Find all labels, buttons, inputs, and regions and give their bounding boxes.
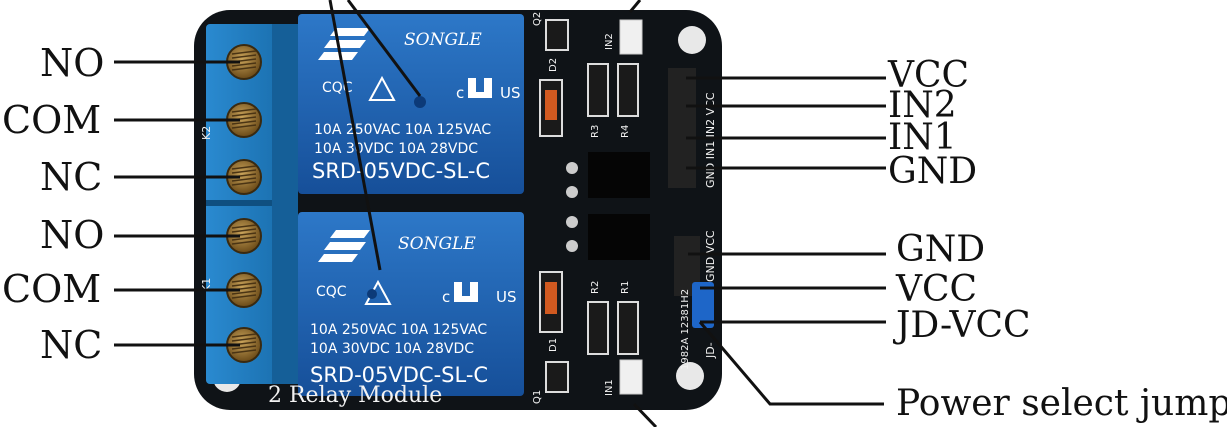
screw-thread: [231, 345, 257, 350]
label-in2: IN2: [888, 85, 957, 126]
label-gnd-jumper: GND: [896, 229, 986, 270]
screw-thread: [231, 290, 257, 295]
mount-hole: [678, 26, 706, 54]
board-bottom-text: 2 Relay Module: [268, 383, 442, 408]
component-label: IN1: [604, 379, 615, 396]
part-code: 1982A 12381H2: [680, 289, 691, 370]
songle-logo-icon: [318, 28, 370, 262]
relay-top-brand: SONGLE: [404, 30, 482, 50]
label-in1: IN1: [888, 117, 957, 158]
screw-thread: [231, 224, 257, 229]
screw-thread: [231, 50, 257, 55]
label-power-select-jumper: Power select jumper: [896, 383, 1227, 424]
screw-thread: [231, 337, 257, 342]
screw-thread: [231, 181, 257, 186]
pcb-components: [539, 19, 714, 395]
label-com-top: COM: [2, 98, 102, 142]
jd-label: JD-: [704, 342, 717, 359]
screw-thread: [231, 228, 257, 233]
screw-thread: [231, 349, 257, 354]
component-label: R2: [590, 281, 601, 294]
relay-bottom-rating-1: 10A 250VAC 10A 125VAC: [310, 322, 487, 338]
screw-thread: [231, 294, 257, 299]
label-nc-top: NC: [40, 155, 103, 199]
screw-thread: [231, 169, 257, 174]
component-label: Q2: [532, 12, 543, 26]
relay-bottom-cert-c: c: [442, 288, 450, 306]
relay-top-rating-2: 10A 30VDC 10A 28VDC: [314, 141, 478, 157]
label-jd-vcc: JD-VCC: [896, 305, 1031, 346]
terminal-label-k1: K1: [200, 278, 213, 292]
screw-thread: [231, 124, 257, 129]
relay-bottom-brand: SONGLE: [398, 234, 476, 254]
relay-bottom-model: SRD-05VDC-SL-C: [310, 363, 488, 387]
screw-thread: [231, 282, 257, 287]
relay-bottom-cert-left: CQC: [316, 284, 347, 300]
screw-thread: [231, 240, 257, 245]
component-label: Q1: [532, 390, 543, 404]
relay-bottom-rating-2: 10A 30VDC 10A 28VDC: [310, 341, 474, 357]
terminal-label-k2: K2: [200, 126, 213, 140]
component-label: D2: [548, 58, 559, 72]
label-nc-bottom: NC: [40, 323, 103, 367]
relay-top: [298, 14, 524, 194]
component-label: R3: [590, 125, 601, 138]
relay-top-cert-c: c: [456, 84, 464, 102]
label-no-top: NO: [40, 41, 105, 85]
screw-thread: [231, 54, 257, 59]
screw-thread: [231, 66, 257, 71]
label-gnd-header: GND: [888, 151, 978, 192]
screw-thread: [231, 177, 257, 182]
component-label: IN2: [604, 33, 615, 50]
leader-lines: [114, 0, 886, 427]
relay-dot: [414, 96, 426, 108]
relay-top-model: SRD-05VDC-SL-C: [312, 159, 490, 183]
label-vcc-header: VCC: [888, 55, 970, 96]
label-com-bottom: COM: [2, 267, 102, 311]
screw-thread: [231, 333, 257, 338]
ur-logo-icon: [454, 78, 492, 302]
relay-dot: [367, 289, 377, 299]
relay-bottom-cert-right: US: [496, 288, 517, 306]
jumper-pin-labels: GND VCC: [704, 230, 717, 282]
screw-thread: [231, 112, 257, 117]
relay-top-rating-1: 10A 250VAC 10A 125VAC: [314, 122, 491, 138]
component-label: D1: [548, 338, 559, 352]
screw-thread: [231, 120, 257, 125]
relay-top-cert-right: US: [500, 84, 521, 102]
label-vcc-jumper: VCC: [896, 269, 978, 310]
power-select-jumper: [692, 282, 714, 328]
component-label: R1: [620, 281, 631, 294]
header-pin-labels: GND IN1 IN2 VCC: [704, 92, 717, 188]
screw-thread: [231, 278, 257, 283]
component-label: R4: [620, 125, 631, 138]
screw-thread: [231, 108, 257, 113]
screw-thread: [231, 62, 257, 67]
label-no-bottom: NO: [40, 213, 105, 257]
mount-hole: [676, 362, 704, 390]
terminal-block: [206, 24, 298, 384]
screw-thread: [231, 165, 257, 170]
screw-thread: [231, 236, 257, 241]
